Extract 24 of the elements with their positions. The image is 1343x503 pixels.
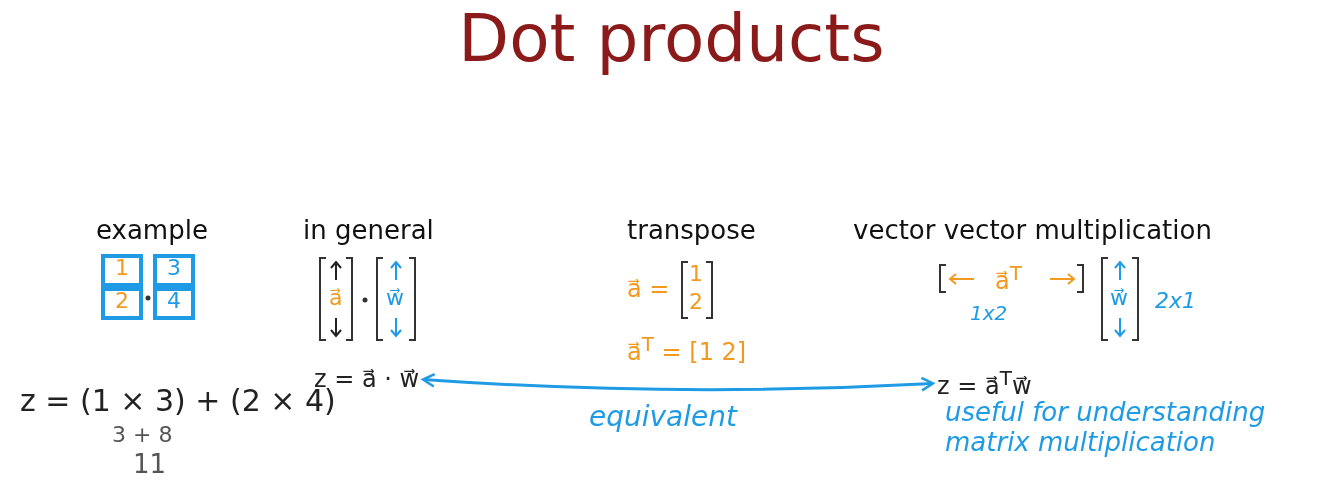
math-text: 2x1 bbox=[1155, 288, 1196, 314]
math-text: vector vector multiplication bbox=[853, 216, 1212, 246]
math-text: 1 bbox=[689, 261, 703, 287]
slide-title: Dot products bbox=[458, 0, 885, 78]
math-text: in general bbox=[303, 216, 434, 246]
math-text: 3 + 8 bbox=[112, 422, 173, 448]
math-text: 3 bbox=[167, 255, 181, 281]
math-text: useful for understanding matrix multiplication bbox=[945, 398, 1267, 458]
math-text: a⃗$^{T}$ = [1 2] bbox=[627, 333, 747, 367]
math-text: 1x2 bbox=[970, 302, 1008, 325]
math-text: w⃗ bbox=[1110, 285, 1128, 311]
math-text: 4 bbox=[167, 288, 181, 314]
math-text: 2 bbox=[115, 288, 129, 314]
math-text: 2 bbox=[689, 289, 703, 315]
math-text: 11 bbox=[133, 450, 167, 480]
math-text: 1 bbox=[115, 255, 129, 281]
math-text: a⃗ bbox=[329, 285, 343, 311]
math-text: transpose bbox=[627, 216, 756, 246]
math-text: a⃗ = bbox=[627, 276, 670, 304]
math-text: a⃗$^{T}$ bbox=[995, 262, 1022, 296]
math-text: example bbox=[96, 216, 208, 246]
double-headed-arrow bbox=[421, 372, 935, 392]
math-text: w⃗ bbox=[386, 285, 404, 311]
equation: z = a⃗$^{T}$w⃗ bbox=[937, 366, 1032, 401]
